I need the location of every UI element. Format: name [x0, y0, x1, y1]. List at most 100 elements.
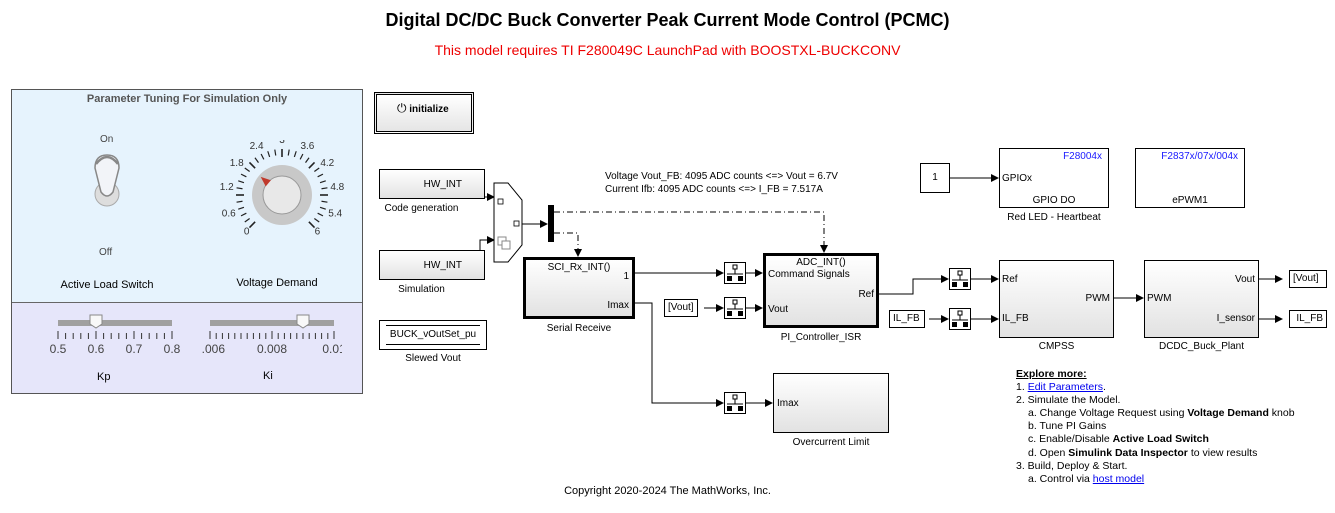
gpio-target: F28004x — [1063, 151, 1102, 162]
step3a: a. Control via — [1028, 472, 1093, 485]
rate-transition[interactable] — [724, 297, 746, 319]
knob-tick — [254, 157, 259, 163]
plant-label: DCDC_Buck_Plant — [1158, 341, 1245, 352]
dcdc-buck-plant-block[interactable]: PWM Vout I_sensor — [1144, 260, 1259, 338]
port-pwm: PWM — [1147, 293, 1172, 304]
step2a: a. Change Voltage Request using — [1028, 407, 1188, 420]
knob-tick — [244, 167, 250, 172]
scaling-annotation: Voltage Vout_FB: 4095 ADC counts <=> Vou… — [605, 170, 838, 196]
port-il-fb: IL_FB — [1002, 313, 1029, 324]
knob-tick — [236, 200, 243, 203]
il-fb-goto-tag[interactable]: IL_FB — [1289, 310, 1327, 328]
serial-receive-block[interactable]: SCI_Rx_INT() 1 Imax — [523, 257, 635, 319]
slewed-vout-label: Slewed Vout — [405, 353, 461, 364]
slider-thumb — [89, 314, 103, 329]
epwm-name: ePWM1 — [1172, 195, 1208, 206]
step3: 3. Build, Deploy & Start. — [1016, 459, 1128, 472]
panel-title: Parameter Tuning For Simulation Only — [86, 93, 288, 105]
knob-tick — [238, 180, 245, 184]
knob-tick-label: 1.8 — [230, 158, 244, 169]
edit-parameters-link[interactable]: Edit Parameters — [1027, 381, 1103, 394]
host-model-link[interactable]: host model — [1092, 472, 1145, 485]
knob-tick — [317, 173, 324, 178]
constant-block[interactable]: 1 — [920, 163, 950, 193]
knob-tick — [267, 151, 271, 158]
cmpss-block[interactable]: Ref IL_FB PWM — [999, 260, 1114, 338]
knob-tick — [308, 221, 316, 229]
kp-label: Kp — [97, 371, 111, 383]
simulation-block[interactable]: HW_INT — [379, 250, 485, 280]
port-imax: Imax — [777, 398, 799, 409]
slewed-vout-block[interactable]: BUCK_vOutSet_pu — [379, 320, 487, 350]
port-i-sensor: I_sensor — [1216, 313, 1255, 324]
epwm-target: F2837x/07x/004x — [1161, 151, 1238, 162]
rate-transition-icon — [727, 264, 743, 281]
simulation-label: Simulation — [398, 284, 445, 295]
explore-more-notes: Explore more: 1. Edit Parameters. 2. Sim… — [1016, 368, 1295, 486]
slider-tick-label: 0.8 — [164, 342, 180, 356]
pi-controller-label: PI_Controller_ISR — [780, 332, 862, 343]
model-title: Digital DC/DC Buck Converter Peak Curren… — [385, 10, 950, 30]
code-generation-block[interactable]: HW_INT — [379, 169, 485, 199]
knob-tick — [236, 187, 243, 190]
knob-tick — [293, 151, 297, 158]
step2b: b. Tune PI Gains — [1028, 420, 1107, 433]
vout-from-tag[interactable]: [Vout] — [664, 299, 698, 317]
port-pwm: PWM — [1085, 293, 1110, 304]
knob-tick-label: 2.4 — [250, 141, 264, 152]
knob-tick — [314, 167, 320, 172]
gpio-do-block[interactable]: F28004x GPIOx GPIO DO — [999, 148, 1109, 208]
slider-tick-label: 0.008 — [257, 342, 287, 356]
voltage-demand-knob[interactable]: 00.61.21.82.433.64.24.85.46 — [212, 140, 352, 250]
knob-tick-label: 4.8 — [330, 182, 344, 193]
slider-tick-label: 0.6 — [88, 342, 105, 356]
knob-tick-label: 6 — [315, 226, 321, 237]
knob-tick — [260, 153, 265, 160]
rate-transition[interactable] — [949, 268, 971, 290]
step1-end: . — [1102, 381, 1106, 394]
knob-tick — [248, 221, 256, 229]
adc-trigger-label: ADC_INT() — [796, 257, 846, 268]
knob-tick — [240, 173, 247, 178]
panel-top: Parameter Tuning For Simulation Only On … — [12, 90, 362, 303]
parameter-tuning-panel: Parameter Tuning For Simulation Only On … — [11, 89, 363, 394]
explore-heading: Explore more: — [1016, 368, 1087, 380]
knob-tick-label: 1.2 — [220, 182, 234, 193]
step2c-bold: Active Load Switch — [1112, 433, 1209, 446]
slider-track — [210, 320, 334, 326]
pi-controller-isr-block[interactable]: ADC_INT() Command Signals Vout Ref — [763, 253, 879, 328]
knob-tick — [319, 206, 326, 210]
slider-thumb — [296, 314, 310, 329]
port-ref: Ref — [1002, 274, 1018, 285]
port-command-signals: Command Signals — [768, 269, 850, 280]
knob-tick — [240, 212, 247, 217]
port-1: 1 — [623, 271, 629, 282]
step2d-bold: Simulink Data Inspector — [1068, 446, 1188, 459]
knob-tick-label: 5.4 — [328, 208, 342, 219]
rate-transition[interactable] — [724, 392, 746, 414]
rate-transition-icon — [952, 310, 968, 327]
slewed-vout-text: BUCK_vOutSet_pu — [389, 329, 477, 340]
knob-tick-label: 3 — [279, 140, 285, 146]
epwm1-block[interactable]: F2837x/07x/004x ePWM1 — [1135, 148, 1245, 208]
ki-label: Ki — [263, 370, 273, 382]
overcurrent-limit-block[interactable]: Imax — [773, 373, 889, 433]
vout-goto-tag[interactable]: [Vout] — [1289, 270, 1327, 288]
step2a-post: knob — [1268, 407, 1295, 420]
knob-tick — [274, 149, 277, 156]
knob-tick-label: 0 — [244, 226, 250, 237]
rate-transition[interactable] — [724, 262, 746, 284]
knob-tick — [287, 149, 290, 156]
knob-pointer — [260, 176, 271, 187]
initialize-button[interactable]: ⏻ initialize — [374, 92, 474, 134]
il-fb-from-tag[interactable]: IL_FB — [889, 310, 925, 328]
knob-tick — [248, 161, 256, 169]
toggle-switch[interactable] — [87, 150, 127, 210]
step2c: c. Enable/Disable — [1028, 433, 1113, 446]
switch-label: Active Load Switch — [60, 279, 154, 291]
rate-transition[interactable] — [949, 308, 971, 330]
slider-tick-label: 0.01 — [322, 342, 342, 356]
